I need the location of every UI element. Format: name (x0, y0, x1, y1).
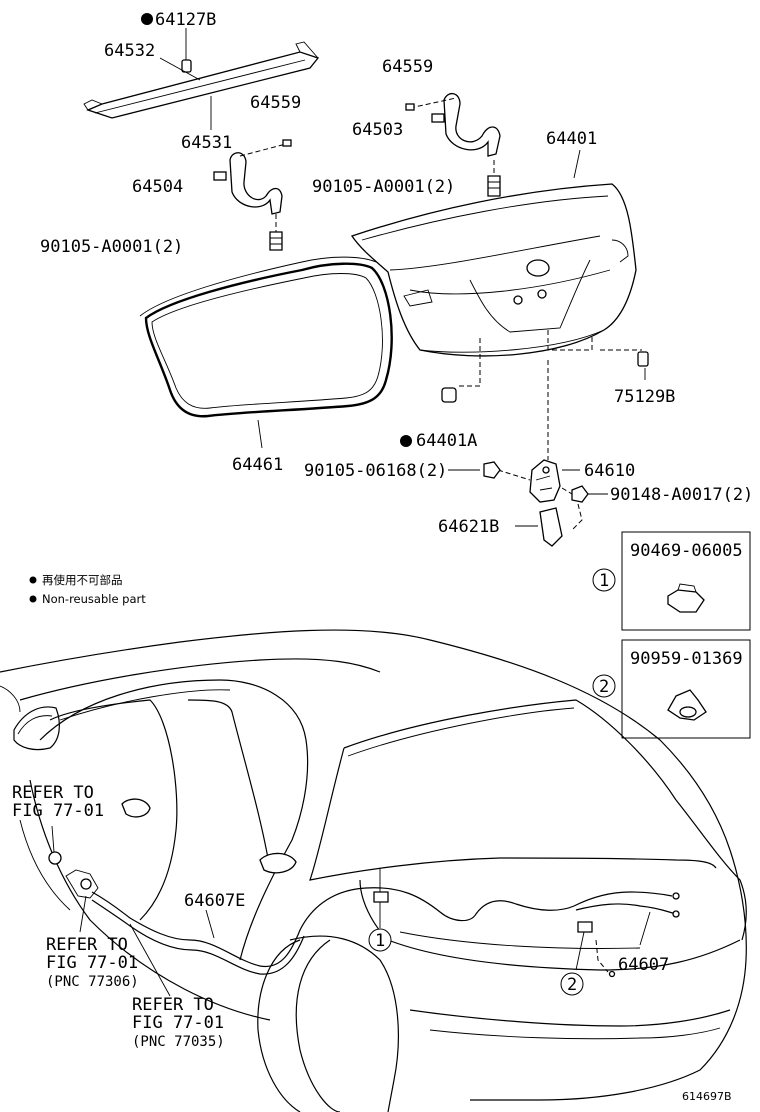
refer-3-line1: REFER TO (132, 995, 214, 1015)
label-64621B: 64621B (438, 517, 499, 537)
label-64607E: 64607E (184, 891, 245, 911)
refer-2-line3: (PNC 77306) (46, 974, 139, 990)
weatherstrip-64461 (139, 256, 393, 418)
clip-2-number: 2 (599, 677, 609, 697)
refer-3-line3: (PNC 77035) (132, 1034, 225, 1050)
marker-2: 2 (567, 975, 577, 995)
clip-90469-icon (667, 583, 705, 613)
marker-1: 1 (375, 931, 385, 951)
label-64532: 64532 (104, 41, 155, 61)
legend-jp: 再使用不可部品 (42, 573, 123, 587)
refer-2-line1: REFER TO (46, 935, 128, 955)
refer-1-line1: REFER TO (12, 783, 94, 803)
clip-90959-icon (667, 689, 707, 721)
clip-box-1 (621, 531, 751, 631)
label-90105-a0001-right: 90105-A0001(2) (312, 177, 455, 197)
clip-2-part: 90959-01369 (630, 649, 743, 669)
spoiler-64532 (83, 41, 320, 119)
label-90105-06168: 90105-06168(2) (304, 461, 447, 481)
clip-1-number: 1 (599, 571, 609, 591)
clip-1-part: 90469-06005 (630, 541, 743, 561)
clip-box-2 (621, 639, 751, 739)
trunk-lid-64401 (350, 183, 637, 357)
label-64531: 64531 (181, 133, 232, 153)
refer-3-line2: FIG 77-01 (132, 1013, 224, 1033)
label-90105-a0001-left: 90105-A0001(2) (40, 237, 183, 257)
label-64461: 64461 (232, 455, 283, 475)
label-90148-a0017: 90148-A0017(2) (610, 485, 753, 505)
label-64503: 64503 (352, 120, 403, 140)
label-64610: 64610 (584, 461, 635, 481)
striker-64621B (539, 507, 563, 547)
lock-64610 (529, 459, 561, 503)
label-64504: 64504 (132, 177, 183, 197)
label-75129B: 75129B (614, 387, 675, 407)
cable-64607E (91, 868, 680, 978)
refer-2-line2: FIG 77-01 (46, 953, 138, 973)
label-64401: 64401 (546, 129, 597, 149)
label-64559-left: 64559 (250, 93, 301, 113)
hinge-64503 (405, 93, 501, 197)
hinge-64504 (213, 139, 292, 251)
legend-en: Non-reusable part (42, 592, 146, 606)
refer-1-line2: FIG 77-01 (12, 801, 104, 821)
label-64559-right: 64559 (382, 57, 433, 77)
car-body (0, 629, 747, 1112)
label-64127B: 64127B (155, 10, 216, 30)
label-64401A: 64401A (416, 431, 477, 451)
figure-id: 614697B (682, 1090, 732, 1103)
label-64607: 64607 (618, 955, 669, 975)
